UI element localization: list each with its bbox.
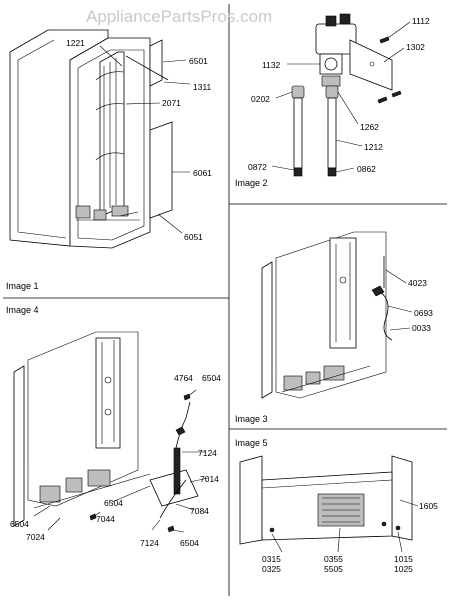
part-label: 0693	[414, 308, 433, 318]
part-label: 0862	[357, 164, 376, 174]
part-label: 1112	[412, 16, 430, 26]
part-label: 7014	[200, 474, 219, 484]
image1-leader-lines	[99, 45, 191, 234]
part-label: 6504	[10, 519, 29, 529]
part-label: 1262	[360, 122, 379, 132]
image2-caption: Image 2	[235, 178, 268, 188]
image4-illustration	[13, 331, 199, 533]
image1-caption: Image 1	[6, 281, 39, 291]
part-label: 4764	[174, 373, 193, 383]
image2-illustration	[291, 13, 402, 177]
image5-illustration	[239, 455, 413, 545]
part-label: 6501	[189, 56, 208, 66]
image4-caption: Image 4	[6, 305, 39, 315]
part-label: 6051	[184, 232, 203, 242]
part-label: 7024	[26, 532, 45, 542]
image3-part-labels: 4023 0693 0033	[408, 278, 433, 333]
part-label: 1221	[66, 38, 85, 48]
image4-part-labels: 4764 6504 7124 7014 6504 7044 7084 6504 …	[10, 373, 221, 548]
part-label: 1212	[364, 142, 383, 152]
part-label: 7044	[96, 514, 115, 524]
part-label: 0202	[251, 94, 270, 104]
part-label: 7124	[140, 538, 159, 548]
part-label: 0872	[248, 162, 267, 172]
image2-leader-lines	[271, 21, 411, 173]
part-label: 0325	[262, 564, 281, 574]
image5-caption: Image 5	[235, 438, 268, 448]
part-label: 4023	[408, 278, 427, 288]
panel-dividers	[3, 4, 447, 596]
part-label: 1311	[193, 82, 212, 92]
part-label: 1605	[419, 501, 438, 511]
part-label: 7124	[198, 448, 217, 458]
image4-leader-lines	[33, 389, 209, 533]
image3-leader-lines	[385, 269, 413, 331]
part-label: 2071	[162, 98, 181, 108]
part-label: 0355	[324, 554, 343, 564]
part-label: 6504	[180, 538, 199, 548]
part-label: 6061	[193, 168, 212, 178]
image2-part-labels: 1112 1302 1132 0202 1262 1212 0872 0862	[248, 16, 430, 174]
image3-caption: Image 3	[235, 414, 268, 424]
image5-part-labels: 1605 0315 0325 0355 5505 1015 1025	[262, 501, 438, 574]
part-label: 1025	[394, 564, 413, 574]
part-label: 0315	[262, 554, 281, 564]
part-label: 6504	[104, 498, 123, 508]
part-label: 6504	[202, 373, 221, 383]
image5-leader-lines	[271, 499, 419, 553]
part-label: 1132	[262, 60, 281, 70]
part-label: 1015	[394, 554, 413, 564]
image3-illustration	[261, 231, 393, 399]
image1-part-labels: 1221 6501 1311 2071 6061 6051	[66, 38, 212, 242]
part-label: 0033	[412, 323, 431, 333]
part-label: 5505	[324, 564, 343, 574]
image1-illustration	[9, 29, 173, 249]
part-label: 7084	[190, 506, 209, 516]
watermark: AppliancePartsPros.com	[86, 7, 272, 26]
part-label: 1302	[406, 42, 425, 52]
